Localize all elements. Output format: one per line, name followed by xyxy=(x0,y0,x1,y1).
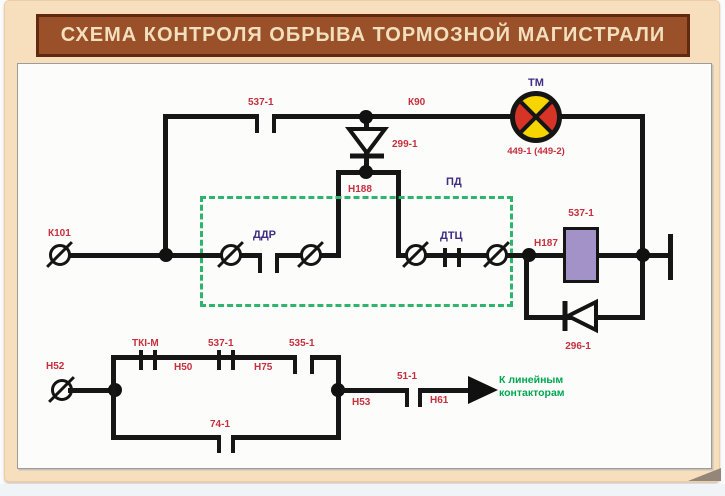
label-diode-296: 296-1 xyxy=(565,341,591,352)
contact-51 xyxy=(405,388,409,407)
pd-dashed-box xyxy=(200,196,513,307)
lamp-tm-icon xyxy=(510,91,562,143)
terminal-bar-icon xyxy=(668,234,673,280)
wire-diode-296-left xyxy=(524,257,529,318)
relay-coil-537 xyxy=(563,227,599,283)
label-contact-537-bottom: 537-1 xyxy=(208,338,234,349)
label-tki-m: ТКI-М xyxy=(132,338,159,349)
wire-bridge-right-leg xyxy=(396,170,401,258)
junction-dot xyxy=(359,165,373,179)
wire-n52 xyxy=(68,388,113,393)
terminal-icon xyxy=(402,241,429,268)
contact-535-gap xyxy=(296,354,313,361)
label-n75: Н75 xyxy=(254,362,273,373)
label-n187: Н187 xyxy=(534,238,558,249)
terminal-icon xyxy=(297,241,324,268)
page-fold-icon xyxy=(688,468,721,481)
contact-tki-m xyxy=(153,350,157,370)
junction-dot xyxy=(159,248,173,262)
label-pd: ПД xyxy=(446,176,462,188)
label-dtc: ДТЦ xyxy=(440,230,463,242)
label-contact-537-top: 537-1 xyxy=(248,97,274,108)
contact-535 xyxy=(293,355,297,374)
wire-top-rail xyxy=(163,114,645,119)
label-n188: Н188 xyxy=(348,184,372,195)
page-title: СХЕМА КОНТРОЛЯ ОБРЫВА ТОРМОЗНОЙ МАГИСТРА… xyxy=(60,24,666,46)
contact-74 xyxy=(231,435,235,453)
wire-branch-right xyxy=(336,355,341,440)
wire-right-riser xyxy=(640,114,645,320)
contact-dtc xyxy=(443,248,447,267)
contact-ddr-gap xyxy=(261,252,277,259)
contact-74-gap xyxy=(220,434,233,441)
terminal-icon xyxy=(217,241,244,268)
contact-dtc xyxy=(457,248,461,267)
wire-mid-left xyxy=(66,253,338,258)
contact-537-1-top-gap xyxy=(258,113,275,120)
contact-tki-m xyxy=(139,350,143,370)
label-contact-74: 74-1 xyxy=(210,419,231,430)
wire-branch-top xyxy=(111,355,341,360)
contact-74 xyxy=(217,435,221,453)
label-coil-537: 537-1 xyxy=(568,208,594,219)
contact-537-1-bottom xyxy=(217,350,221,370)
contact-537-1-top xyxy=(255,114,259,133)
note-line-1: К линейным xyxy=(499,374,564,386)
diode-296-icon xyxy=(562,298,598,334)
wire-branch-left xyxy=(111,355,116,440)
label-k101: К101 xyxy=(48,228,71,239)
label-tm: ТМ xyxy=(528,77,544,89)
contact-51 xyxy=(418,388,422,407)
diode-299-icon xyxy=(345,127,389,159)
junction-dot xyxy=(636,248,650,262)
label-contact-535: 535-1 xyxy=(289,338,315,349)
junction-dot xyxy=(359,110,373,124)
label-n61: Н61 xyxy=(430,395,449,406)
title-banner: СХЕМА КОНТРОЛЯ ОБРЫВА ТОРМОЗНОЙ МАГИСТРА… xyxy=(36,14,690,57)
label-lamp-ref: 449-1 (449-2) xyxy=(507,146,565,157)
label-k90: К90 xyxy=(408,97,426,108)
wire-out-1 xyxy=(341,388,407,393)
contact-535 xyxy=(310,355,314,374)
note-line-2: контакторам xyxy=(499,387,565,399)
contact-537-1-bottom xyxy=(231,350,235,370)
wire-out-2 xyxy=(422,388,468,393)
wire-bridge-left-leg xyxy=(336,170,341,258)
terminal-k101-icon xyxy=(46,241,73,268)
page-edge xyxy=(0,484,725,496)
label-n50: Н50 xyxy=(174,362,193,373)
contact-ddr xyxy=(258,253,262,273)
label-n52: Н52 xyxy=(46,361,65,372)
label-n53: Н53 xyxy=(352,397,371,408)
contact-ddr xyxy=(275,253,279,273)
note-linear-contactors: К линейным контакторам xyxy=(499,374,565,400)
label-contact-51: 51-1 xyxy=(397,371,418,382)
junction-dot xyxy=(331,383,345,397)
terminal-icon xyxy=(483,241,510,268)
arrow-right-icon xyxy=(468,376,498,404)
wire-left-riser xyxy=(163,114,168,258)
label-ddr: ДДР xyxy=(253,229,277,241)
label-diode-299: 299-1 xyxy=(392,139,418,150)
contact-537-1-top xyxy=(272,114,276,133)
